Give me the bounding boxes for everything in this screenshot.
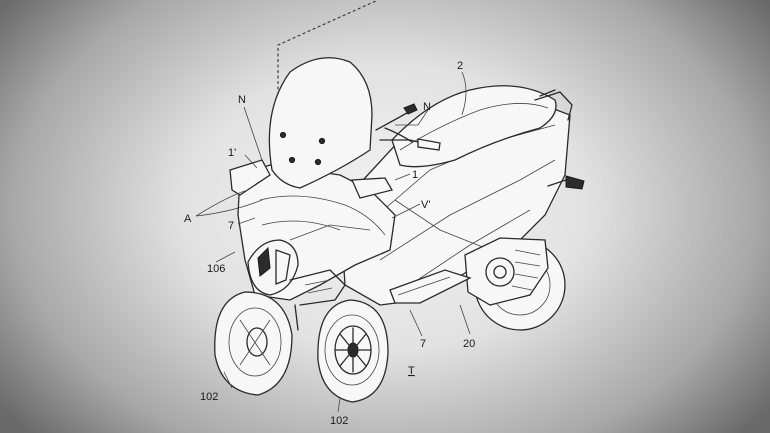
- scooter-body: [339, 85, 573, 306]
- front-left-wheel: [214, 291, 293, 396]
- left-mirror-pod: [229, 159, 271, 196]
- footboard: [389, 269, 472, 304]
- ref-label-v-prime: V': [421, 199, 430, 211]
- ref-label-n-left: N: [238, 94, 246, 106]
- ref-label-7-upper: 7: [228, 220, 234, 232]
- reference-numerals: N N 2 1' 1 V' A 7 106 7 20 T 102 102: [184, 60, 475, 427]
- engine-unit: [464, 237, 549, 306]
- right-mirror-pod: [351, 177, 393, 199]
- ref-label-20: 20: [463, 338, 475, 350]
- headlight: [247, 239, 299, 296]
- front-right-wheel: [317, 299, 389, 403]
- leader-lines: [195, 71, 471, 413]
- ref-label-a: A: [184, 213, 192, 225]
- ref-label-106: 106: [207, 263, 225, 275]
- windshield: [268, 57, 373, 189]
- ref-label-n-right: N: [423, 101, 431, 113]
- ref-label-102-bottom: 102: [330, 415, 348, 427]
- handlebar: [375, 103, 441, 151]
- reference-dashed-line: [277, 0, 379, 95]
- ref-label-1-prime: 1': [228, 147, 236, 159]
- rear-turn-signal: [547, 175, 585, 190]
- ref-label-t: T: [408, 365, 415, 377]
- ref-label-1: 1: [412, 169, 418, 181]
- ref-label-102-left: 102: [200, 391, 218, 403]
- ref-label-2: 2: [457, 60, 463, 72]
- ref-label-7-lower: 7: [420, 338, 426, 350]
